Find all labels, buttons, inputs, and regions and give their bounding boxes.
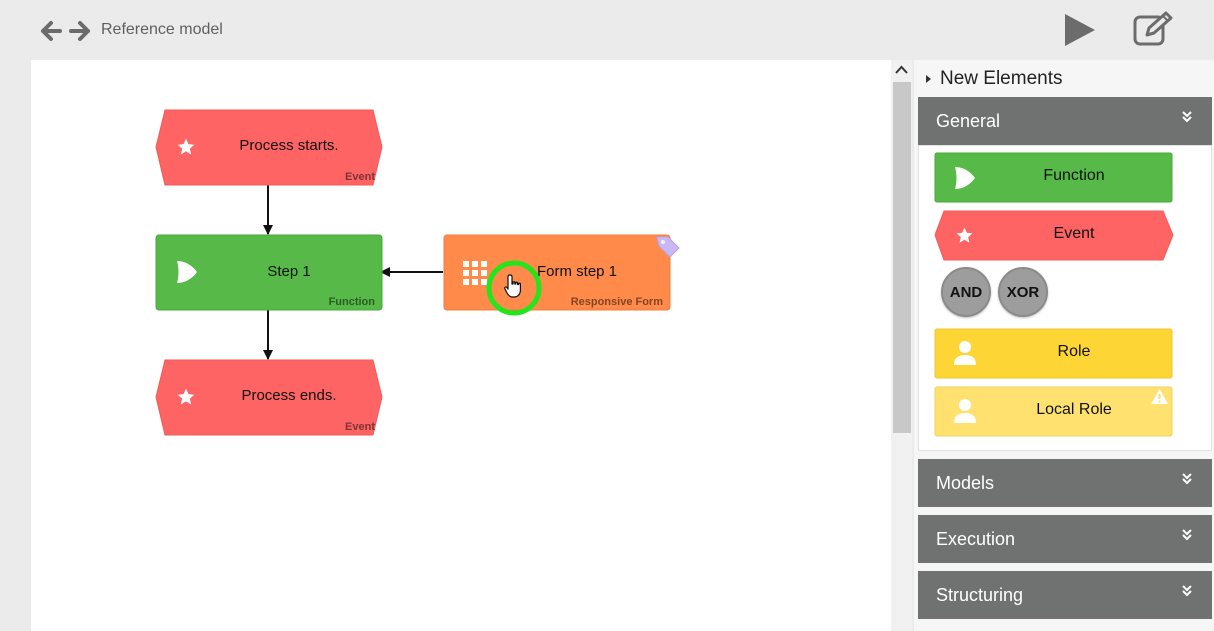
section-models[interactable]: Models: [918, 459, 1212, 507]
arrow-right-icon[interactable]: [69, 20, 91, 42]
user-icon: [954, 399, 976, 423]
grid-icon: [463, 261, 487, 285]
section-label: Models: [936, 473, 995, 493]
node-type: Event: [345, 421, 375, 433]
double-chevron-icon: [1182, 111, 1192, 123]
event-node-process-ends[interactable]: Process ends. Event: [155, 359, 383, 436]
star-icon: [177, 138, 195, 155]
section-label: Structuring: [936, 585, 1024, 605]
double-chevron-icon: [1182, 473, 1192, 485]
node-label: Process ends.: [241, 387, 337, 404]
tag-icon[interactable]: [655, 235, 681, 259]
event-node-process-starts[interactable]: Process starts. Event: [155, 109, 383, 186]
play-shape-icon: [955, 167, 975, 189]
node-type: Function: [328, 296, 375, 308]
node-type: Event: [345, 171, 375, 183]
hand-pointer-icon: [504, 274, 521, 298]
section-structuring[interactable]: Structuring: [918, 571, 1212, 619]
double-chevron-icon: [1182, 585, 1192, 597]
top-bar: Reference model: [0, 0, 1214, 60]
function-node-step-1[interactable]: Step 1 Function: [155, 234, 383, 311]
node-label: Step 1: [267, 263, 311, 280]
star-icon: [956, 227, 973, 243]
edit-icon[interactable]: [1133, 11, 1173, 47]
user-icon: [954, 341, 976, 365]
palette-and-gateway[interactable]: AND: [941, 267, 991, 317]
sidebar-title: New Elements: [940, 68, 1063, 89]
diagram-canvas[interactable]: Process starts. Event Step 1 Function: [31, 60, 891, 631]
canvas-scrollbar[interactable]: [891, 60, 912, 631]
palette-role[interactable]: Role: [934, 328, 1174, 379]
click-highlight: [486, 260, 542, 316]
scroll-thumb[interactable]: [893, 82, 911, 433]
double-chevron-icon: [1182, 529, 1192, 541]
node-type: Responsive Form: [570, 296, 663, 308]
palette-xor-gateway[interactable]: XOR: [998, 267, 1048, 317]
section-general[interactable]: General: [918, 97, 1212, 145]
form-node-form-step-1[interactable]: Form step 1 Responsive Form: [443, 234, 680, 311]
palette-label: Role: [1057, 343, 1091, 360]
elements-sidebar: New Elements General Function Event: [914, 60, 1214, 631]
section-label: Execution: [936, 529, 1016, 549]
section-label: General: [936, 111, 1001, 131]
play-icon[interactable]: [1062, 12, 1098, 48]
palette-event[interactable]: Event: [934, 210, 1174, 261]
breadcrumb: Reference model: [101, 21, 223, 38]
play-shape-icon: [177, 261, 197, 283]
palette-label: Local Role: [1036, 401, 1112, 418]
section-execution[interactable]: Execution: [918, 515, 1212, 563]
palette-local-role[interactable]: Local Role: [934, 386, 1174, 437]
star-icon: [177, 388, 195, 405]
caret-right-icon: [926, 75, 931, 83]
scroll-up-arrow-icon[interactable]: [891, 60, 912, 80]
palette-function[interactable]: Function: [934, 152, 1174, 203]
warning-icon: [1151, 389, 1168, 404]
connectors: [263, 185, 443, 360]
new-elements-toggle[interactable]: New Elements: [926, 68, 1063, 90]
general-palette: Function Event AND XOR Role: [918, 145, 1212, 451]
node-label: Form step 1: [536, 263, 618, 280]
arrow-left-icon[interactable]: [40, 20, 62, 42]
palette-label: Event: [1053, 225, 1095, 242]
palette-label: Function: [1043, 167, 1105, 184]
node-label: Process starts.: [239, 137, 339, 154]
